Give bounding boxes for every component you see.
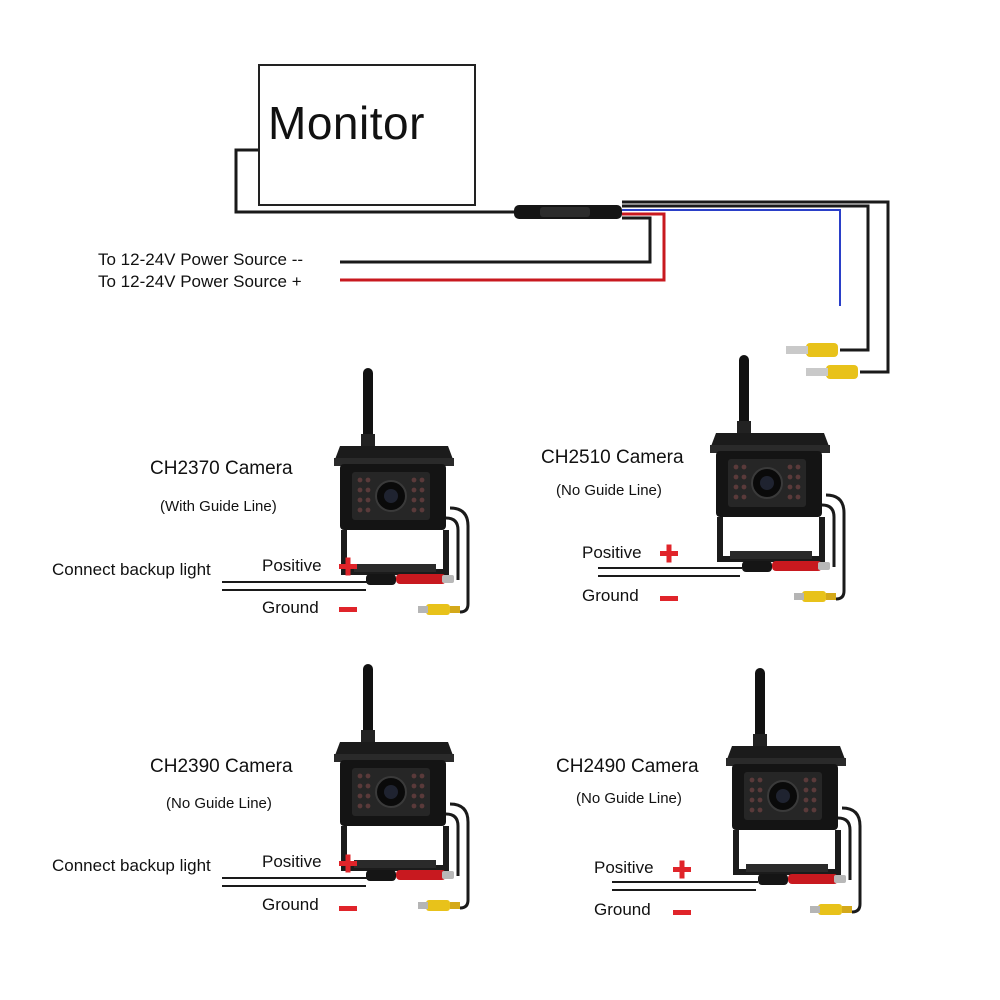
camera-3-positive-label: Positive xyxy=(262,852,322,871)
camera-2-title: CH2510 Camera xyxy=(541,447,684,468)
rca-lead-2 xyxy=(622,200,890,374)
camera-ch2510 xyxy=(710,355,844,602)
minus-sign-4 xyxy=(673,910,691,915)
camera-3-ground-label: Ground xyxy=(262,895,319,914)
camera-2-note: (No Guide Line) xyxy=(556,482,662,499)
camera-1-note: (With Guide Line) xyxy=(160,498,277,515)
rca-lead-1 xyxy=(622,204,870,352)
camera-3-backup-label: Connect backup light xyxy=(52,856,211,875)
power-positive-label: To 12-24V Power Source + xyxy=(98,272,302,291)
plus-sign-4 xyxy=(673,860,691,879)
power-negative-wire xyxy=(340,216,652,264)
monitor-cable xyxy=(234,148,516,214)
camera-4-note: (No Guide Line) xyxy=(576,790,682,807)
camera-2-ground-label: Ground xyxy=(582,586,639,605)
camera-4-title: CH2490 Camera xyxy=(556,756,699,777)
camera-4-positive-label: Positive xyxy=(594,858,654,877)
power-negative-label: To 12-24V Power Source -- xyxy=(98,250,304,269)
camera-1-backup-label: Connect backup light xyxy=(52,560,211,579)
camera-1-ground-label: Ground xyxy=(262,598,319,617)
minus-sign-2 xyxy=(660,596,678,601)
camera-1-positive-label: Positive xyxy=(262,556,322,575)
plus-sign-2 xyxy=(660,544,678,563)
camera-2-positive-label: Positive xyxy=(582,543,642,562)
minus-sign-3 xyxy=(339,906,357,911)
monitor-label: Monitor xyxy=(268,97,425,149)
monitor-box xyxy=(258,64,476,206)
camera-ch2490 xyxy=(726,668,860,915)
plus-sign-3 xyxy=(339,854,357,873)
minus-sign-1 xyxy=(339,607,357,612)
camera-1-title: CH2370 Camera xyxy=(150,458,293,479)
power-positive-wire xyxy=(340,212,666,282)
camera-4-ground-label: Ground xyxy=(594,900,651,919)
camera-ch2390 xyxy=(334,664,468,911)
camera-3-note: (No Guide Line) xyxy=(166,795,272,812)
plus-sign-1 xyxy=(339,557,357,576)
video-blue-wire xyxy=(622,209,841,306)
rca-plug-2 xyxy=(806,365,858,379)
camera-ch2370 xyxy=(334,368,468,615)
rca-plug-1 xyxy=(786,343,838,357)
camera-3-title: CH2390 Camera xyxy=(150,756,293,777)
